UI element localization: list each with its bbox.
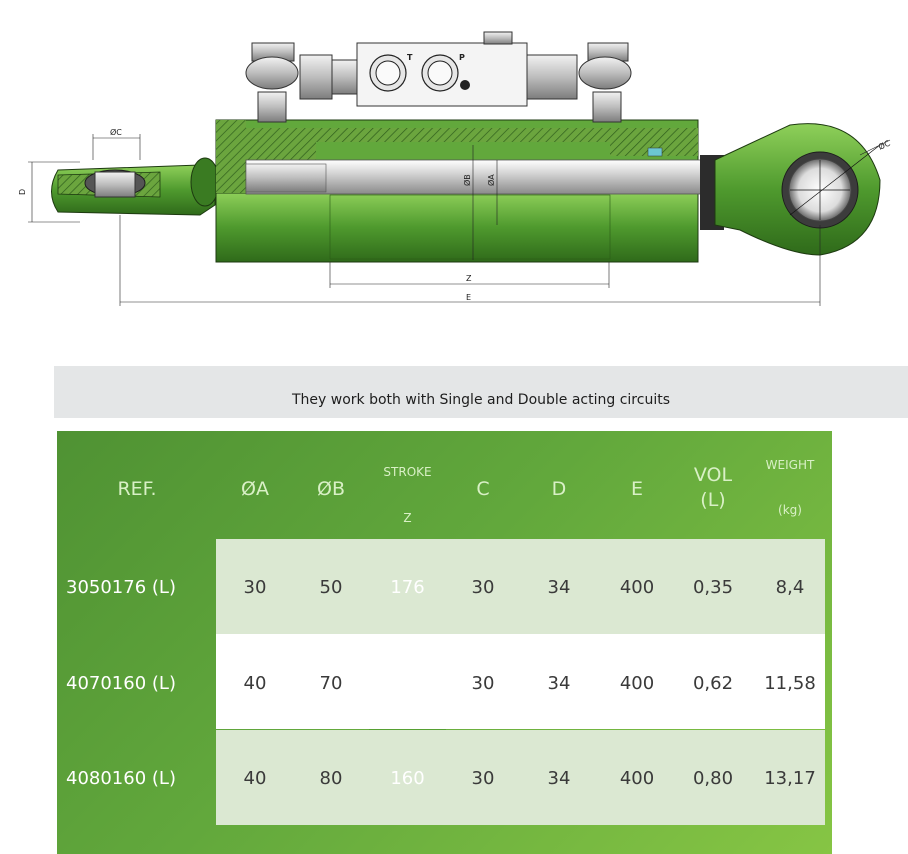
header-a: ØA (241, 478, 269, 500)
row-vol: 0,35 (692, 577, 734, 598)
row-a: 40 (243, 768, 267, 789)
row-vol: 0,80 (692, 768, 734, 789)
row-weight: 11,58 (764, 673, 816, 694)
banner-text: They work both with Single and Double ac… (292, 392, 670, 408)
header-stroke: STROKE (383, 465, 432, 479)
header-b: ØB (317, 478, 345, 500)
dim-label-c-right: ØC (877, 138, 892, 152)
row-d: 34 (547, 673, 571, 694)
row-ref: 3050176 (L) (66, 577, 176, 598)
header-weight: WEIGHT (765, 458, 815, 472)
dimension-lines (28, 134, 891, 306)
row-e: 400 (619, 673, 655, 694)
spec-table: REF. ØA ØB STROKE Z C D E VOL (L) WEIGHT… (57, 431, 832, 854)
header-c: C (476, 478, 490, 500)
header-vol-unit: (L) (700, 489, 726, 511)
row-c: 30 (471, 577, 495, 598)
table-row (216, 539, 825, 634)
row-d: 34 (547, 577, 571, 598)
row-z: 160 (390, 673, 425, 694)
row-ref: 4070160 (L) (66, 673, 176, 694)
dim-label-d: D (18, 189, 27, 195)
dim-label-a: ØA (486, 174, 496, 186)
row-b: 70 (319, 673, 343, 694)
row-c: 30 (471, 673, 495, 694)
row-e: 400 (619, 768, 655, 789)
row-z: 176 (390, 577, 425, 598)
dim-label-e: E (466, 293, 471, 302)
table-row (216, 730, 825, 825)
header-vol: VOL (693, 464, 733, 486)
row-c: 30 (471, 768, 495, 789)
row-b: 50 (319, 577, 343, 598)
row-b: 80 (319, 768, 343, 789)
valve-label-p: P (459, 53, 465, 62)
header-weight-unit: (kg) (778, 503, 802, 517)
cylinder-barrel (215, 191, 699, 263)
row-weight: 8,4 (775, 577, 805, 598)
row-e: 400 (619, 577, 655, 598)
table-row (216, 634, 825, 729)
row-vol: 0,62 (692, 673, 734, 694)
circuit-banner: They work both with Single and Double ac… (54, 366, 908, 418)
row-a: 30 (243, 577, 267, 598)
dim-label-c-left: ØC (110, 127, 122, 137)
valve-label-t: T (407, 53, 413, 62)
header-d: D (551, 478, 567, 500)
right-rod-eye (714, 123, 881, 256)
hose-fittings (245, 42, 632, 123)
hydraulic-cylinder-drawing: T P ØC D ØB ØA Z E ØC (18, 31, 892, 306)
header-z: Z (403, 511, 412, 525)
left-ball-joint (51, 157, 220, 216)
header-ref: REF. (117, 478, 157, 500)
row-a: 40 (243, 673, 267, 694)
dim-label-z: Z (466, 274, 472, 283)
row-ref: 4080160 (L) (66, 768, 176, 789)
valve-block: T P (356, 31, 528, 107)
row-z: 160 (390, 768, 425, 789)
row-d: 34 (547, 768, 571, 789)
dim-label-b: ØB (462, 174, 472, 186)
header-e: E (630, 478, 643, 500)
row-weight: 13,17 (764, 768, 816, 789)
